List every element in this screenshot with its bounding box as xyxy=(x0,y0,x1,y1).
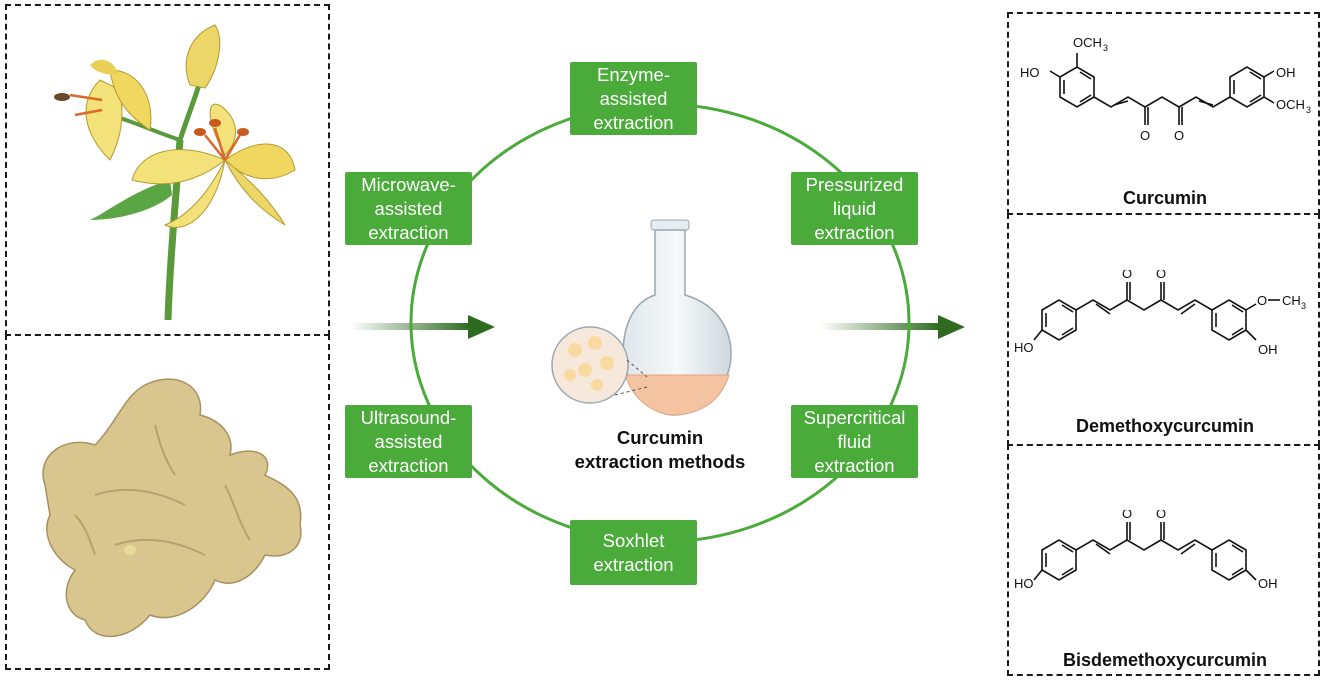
o-label: O xyxy=(1156,270,1166,281)
arrow-right xyxy=(820,315,965,339)
sub3-label: 3 xyxy=(1103,43,1108,53)
oh-label: OH xyxy=(1258,342,1278,357)
ho-label: HO xyxy=(1014,576,1034,591)
ginger-illustration xyxy=(42,378,302,637)
o-label: O xyxy=(1122,270,1132,281)
flask-icon xyxy=(551,219,732,416)
o-label: O xyxy=(1140,128,1150,143)
och3-label: OCH xyxy=(1276,97,1305,112)
method-soxhlet: Soxhlet extraction xyxy=(570,520,697,585)
method-label: Soxhlet extraction xyxy=(593,529,674,575)
o-label: O xyxy=(1122,510,1132,521)
sub3-label: 3 xyxy=(1306,105,1311,115)
ho-label: HO xyxy=(1020,65,1040,80)
method-label: Supercritical fluid extraction xyxy=(803,406,906,476)
ho-label: HO xyxy=(1014,340,1034,355)
center-title: Curcumin extraction methods xyxy=(574,427,746,472)
method-label: Microwave- assisted extraction xyxy=(361,173,456,243)
compound-name-bisdemethoxycurcumin: Bisdemethoxycurcumin xyxy=(1062,650,1268,670)
ginger-panel xyxy=(5,334,330,670)
method-label: Ultrasound- assisted extraction xyxy=(360,406,457,476)
ch3-label: CH xyxy=(1282,293,1301,308)
bisdemethoxycurcumin-structure: HO O O OH xyxy=(1014,510,1278,591)
method-enzyme-assisted: Enzyme- assisted extraction xyxy=(570,62,697,135)
compound-name-curcumin: Curcumin xyxy=(1122,188,1207,208)
method-label: Enzyme- assisted extraction xyxy=(593,63,674,133)
o-label: O xyxy=(1174,128,1184,143)
compound-panel-bisdemethoxycurcumin xyxy=(1007,444,1320,676)
oh-label: OH xyxy=(1258,576,1278,591)
sub3-label: 3 xyxy=(1301,301,1306,311)
compound-name-demethoxycurcumin: Demethoxycurcumin xyxy=(1075,416,1255,436)
method-microwave-assisted: Microwave- assisted extraction xyxy=(345,172,472,245)
curcumin-structure: HO OCH 3 O O OH OCH 3 xyxy=(1020,35,1311,143)
method-ultrasound-assisted: Ultrasound- assisted extraction xyxy=(345,405,472,478)
demethoxycurcumin-structure: HO O O O CH 3 OH xyxy=(1014,270,1306,357)
method-label: Pressurized liquid extraction xyxy=(805,173,904,243)
och3-label: OCH xyxy=(1073,35,1102,50)
o-label: O xyxy=(1156,510,1166,521)
o-label: O xyxy=(1257,293,1267,308)
method-supercritical-fluid: Supercritical fluid extraction xyxy=(791,405,918,478)
oh-label: OH xyxy=(1276,65,1296,80)
method-pressurized-liquid: Pressurized liquid extraction xyxy=(791,172,918,245)
lily-illustration xyxy=(54,24,296,321)
